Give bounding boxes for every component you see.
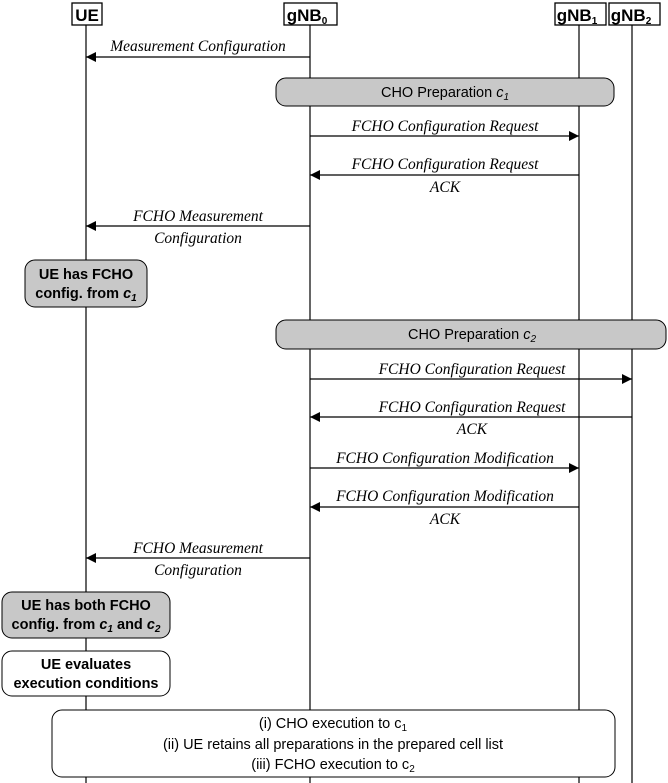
note-mid: and	[113, 617, 147, 633]
message-label-line2: ACK	[429, 511, 461, 528]
message-fcho-measurement-config-2: FCHO Measurement Configuration	[86, 540, 310, 579]
message-label: FCHO Measurement	[132, 540, 264, 557]
bar-variable: c	[496, 85, 504, 101]
note-line2: config. from	[12, 617, 100, 633]
message-fcho-config-modification: FCHO Configuration Modification	[310, 450, 579, 473]
svg-text:(i) CHO execution to c1: (i) CHO execution to c1	[259, 716, 408, 734]
message-label: FCHO Configuration Modification	[335, 488, 554, 505]
message-fcho-config-modification-ack: FCHO Configuration Modification ACK	[310, 488, 579, 528]
note-subscript: 1	[131, 293, 137, 304]
message-fcho-config-request-ack-1: FCHO Configuration Request ACK	[310, 156, 579, 196]
svg-text:config. from c1 and c2: config. from c1 and c2	[12, 617, 161, 635]
bar-subscript: 1	[503, 92, 509, 103]
note-line2: config. from	[35, 286, 123, 302]
entity-gnb2: gNB2	[608, 2, 661, 27]
svg-text:gNB2: gNB2	[611, 6, 652, 27]
svg-text:gNB1: gNB1	[557, 6, 598, 27]
message-measurement-configuration: Measurement Configuration	[86, 38, 310, 62]
message-label-line2: ACK	[429, 179, 461, 196]
outcome-line3-sub: 2	[409, 764, 415, 775]
note-variable-2: c	[147, 617, 155, 633]
message-label-line2: ACK	[456, 421, 488, 438]
entity-ue-label: UE	[75, 6, 99, 25]
entity-gnb2-sub: 2	[646, 16, 652, 27]
svg-text:CHO Preparation c1: CHO Preparation c1	[381, 85, 509, 103]
svg-text:CHO Preparation c2: CHO Preparation c2	[408, 327, 537, 345]
message-label-line2: Configuration	[154, 562, 242, 579]
outcome-box: (i) CHO execution to c1 (ii) UE retains …	[51, 709, 616, 778]
message-label: FCHO Configuration Request	[351, 156, 540, 173]
note-ue-has-fcho-config: UE has FCHO config. from c1	[24, 259, 148, 308]
bar-variable: c	[523, 327, 531, 343]
message-label: FCHO Configuration Modification	[335, 450, 554, 467]
entity-gnb2-label: gNB	[611, 6, 646, 25]
note-ue-has-both-fcho-config: UE has both FCHO config. from c1 and c2	[1, 591, 171, 639]
note-subscript-1: 1	[107, 624, 113, 635]
svg-text:config. from c1: config. from c1	[35, 286, 137, 304]
cho-preparation-bar-2: CHO Preparation c2	[275, 319, 667, 350]
entity-gnb1-label: gNB	[557, 6, 592, 25]
svg-text:UE: UE	[75, 6, 99, 25]
outcome-line2: (ii) UE retains all preparations in the …	[163, 737, 503, 753]
outcome-line1: (i) CHO execution to c	[259, 716, 402, 732]
entity-gnb0-label: gNB	[287, 6, 322, 25]
svg-text:(iii) FCHO execution to c2: (iii) FCHO execution to c2	[251, 757, 415, 775]
outcome-line3: (iii) FCHO execution to c	[251, 757, 409, 773]
entity-gnb1-sub: 1	[592, 16, 598, 27]
svg-text:gNB0: gNB0	[287, 6, 328, 27]
entity-ue: UE	[71, 2, 103, 26]
message-fcho-config-request-1: FCHO Configuration Request	[310, 118, 579, 141]
entity-gnb0: gNB0	[283, 2, 338, 27]
note-variable: c	[123, 286, 131, 302]
bar-subscript: 2	[529, 334, 536, 345]
entity-gnb0-sub: 0	[322, 16, 328, 27]
message-label: FCHO Configuration Request	[351, 118, 540, 135]
bar-label: CHO Preparation	[408, 327, 523, 343]
message-label: FCHO Configuration Request	[378, 361, 567, 378]
message-label: FCHO Measurement	[132, 208, 264, 225]
outcome-line1-sub: 1	[402, 723, 408, 734]
message-fcho-measurement-config-1: FCHO Measurement Configuration	[86, 208, 310, 247]
note-ue-evaluates: UE evaluates execution conditions	[1, 650, 171, 697]
note-line1: UE has FCHO	[39, 267, 133, 283]
note-line2: execution conditions	[13, 676, 158, 692]
cho-preparation-bar-1: CHO Preparation c1	[275, 77, 615, 107]
message-label-line2: Configuration	[154, 230, 242, 247]
message-label: FCHO Configuration Request	[378, 399, 567, 416]
note-variable-1: c	[99, 617, 107, 633]
message-fcho-config-request-ack-2: FCHO Configuration Request ACK	[310, 399, 632, 438]
bar-label: CHO Preparation	[381, 85, 496, 101]
note-line1: UE evaluates	[41, 657, 131, 673]
note-subscript-2: 2	[154, 624, 161, 635]
note-line1: UE has both FCHO	[21, 598, 151, 614]
entity-gnb1: gNB1	[554, 2, 607, 27]
message-label: Measurement Configuration	[109, 38, 286, 55]
message-fcho-config-request-2: FCHO Configuration Request	[310, 361, 632, 384]
